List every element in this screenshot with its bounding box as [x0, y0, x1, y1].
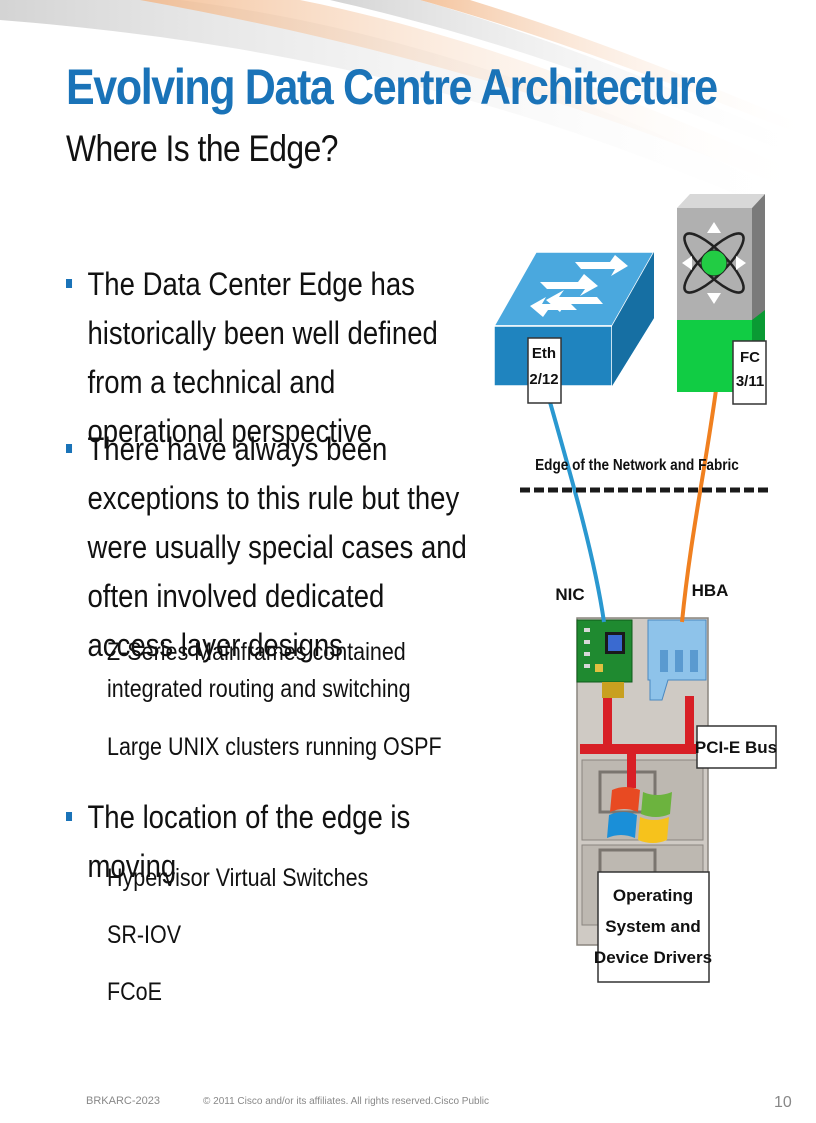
nic-label: NIC: [555, 585, 584, 604]
fc-port-label-box: [732, 340, 767, 405]
page-title: Evolving Data Centre Architecture: [66, 59, 718, 115]
hba-label: HBA: [692, 581, 729, 600]
nic-card-icon: [576, 619, 633, 698]
sub-item: Large UNIX clusters running OSPF: [107, 733, 442, 761]
windows-logo-icon: [607, 787, 672, 843]
footer-copyright: © 2011 Cisco and/or its affiliates. All …: [203, 1096, 434, 1107]
bullet-text: There have always been exceptions to thi…: [87, 431, 467, 663]
bullet-marker: [66, 444, 73, 453]
page-number: 10: [774, 1094, 792, 1111]
sub-item: Z-Series Mainframes contained integrated…: [107, 638, 411, 703]
hba-card-icon: [647, 619, 707, 701]
bullet-item: The location of the edge is moving: [66, 793, 470, 891]
footer-classification: Cisco Public: [434, 1096, 490, 1107]
edge-label: Edge of the Network and Fabric: [535, 457, 739, 474]
fc-cable: [680, 389, 718, 623]
sub-item: SR-IOV: [107, 921, 182, 949]
pci-bus-label: PCI-E Bus: [695, 738, 777, 757]
eth-cable: [546, 394, 606, 623]
footer-session: BRKARC-2023: [86, 1095, 160, 1107]
sub-item: Hypervisor Virtual Switches: [107, 864, 369, 892]
ethernet-switch-icon: [492, 251, 656, 387]
header-swoosh: [0, 0, 816, 230]
pci-bus-lines: [580, 696, 696, 788]
page-subtitle: Where Is the Edge?: [66, 128, 338, 169]
os-label-box: [597, 871, 710, 983]
bullet-text: The Data Center Edge has historically be…: [87, 266, 438, 449]
eth-port-label-box: [527, 337, 562, 404]
bullet-marker: [66, 279, 73, 288]
bullet-item: The Data Center Edge has historically be…: [66, 260, 470, 456]
bullet-marker: [66, 812, 73, 821]
sub-item: FCoE: [107, 978, 162, 1006]
pci-bus-label-box: [696, 725, 777, 769]
bullet-text: The location of the edge is moving: [87, 799, 411, 884]
bullet-item: There have always been exceptions to thi…: [66, 425, 470, 670]
